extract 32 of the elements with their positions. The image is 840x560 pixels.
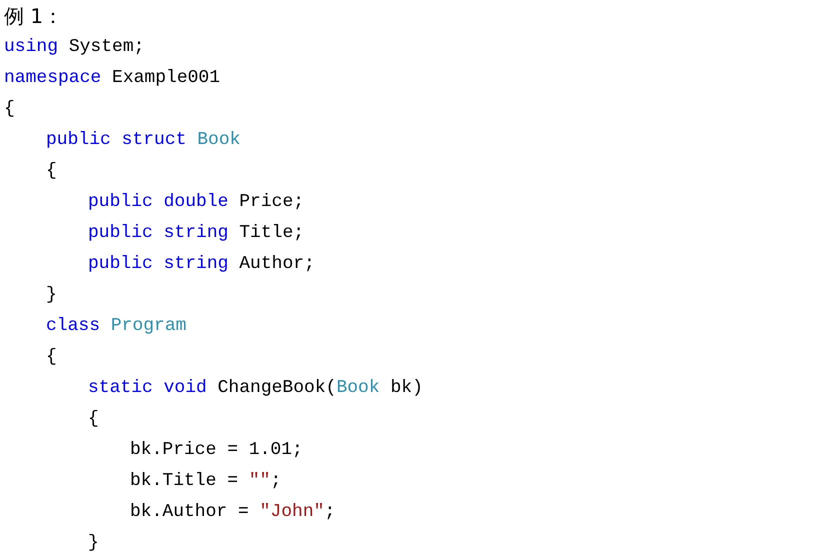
type-name: Program bbox=[110, 315, 186, 338]
code-text: Author; bbox=[239, 253, 315, 276]
code-text: ; bbox=[324, 501, 336, 524]
code-text: { bbox=[46, 160, 57, 183]
code-text: Price; bbox=[239, 191, 304, 214]
code-keyword: public struct bbox=[46, 129, 186, 152]
code-text: bk.Price = 1.01; bbox=[130, 439, 303, 462]
code-keyword: public string bbox=[88, 222, 228, 245]
code-text: { bbox=[88, 408, 99, 431]
code-keyword: static void bbox=[88, 377, 207, 400]
string-literal: "John" bbox=[260, 501, 324, 524]
code-text: bk.Author = bbox=[130, 501, 250, 524]
code-text: ChangeBook( bbox=[218, 377, 336, 400]
code-text: { bbox=[4, 98, 15, 121]
code-keyword: public double bbox=[88, 191, 228, 214]
code-text: Title; bbox=[239, 222, 304, 245]
code-keyword: namespace bbox=[4, 67, 102, 90]
code-text: Example001 bbox=[112, 67, 220, 90]
example-heading: 例 1： bbox=[4, 4, 64, 28]
code-text: } bbox=[46, 284, 57, 307]
code-text: bk.Title = bbox=[130, 470, 240, 493]
type-name: Book bbox=[336, 377, 380, 400]
code-text: bk) bbox=[390, 377, 423, 400]
code-text: { bbox=[46, 346, 57, 369]
string-literal: "" bbox=[248, 470, 270, 493]
code-keyword: using bbox=[4, 36, 58, 59]
code-keyword: public string bbox=[88, 253, 228, 276]
code-text: } bbox=[88, 532, 99, 555]
code-text: System; bbox=[68, 36, 144, 59]
code-text: ; bbox=[270, 470, 282, 493]
code-keyword: class bbox=[46, 315, 100, 338]
type-name: Book bbox=[197, 129, 240, 152]
